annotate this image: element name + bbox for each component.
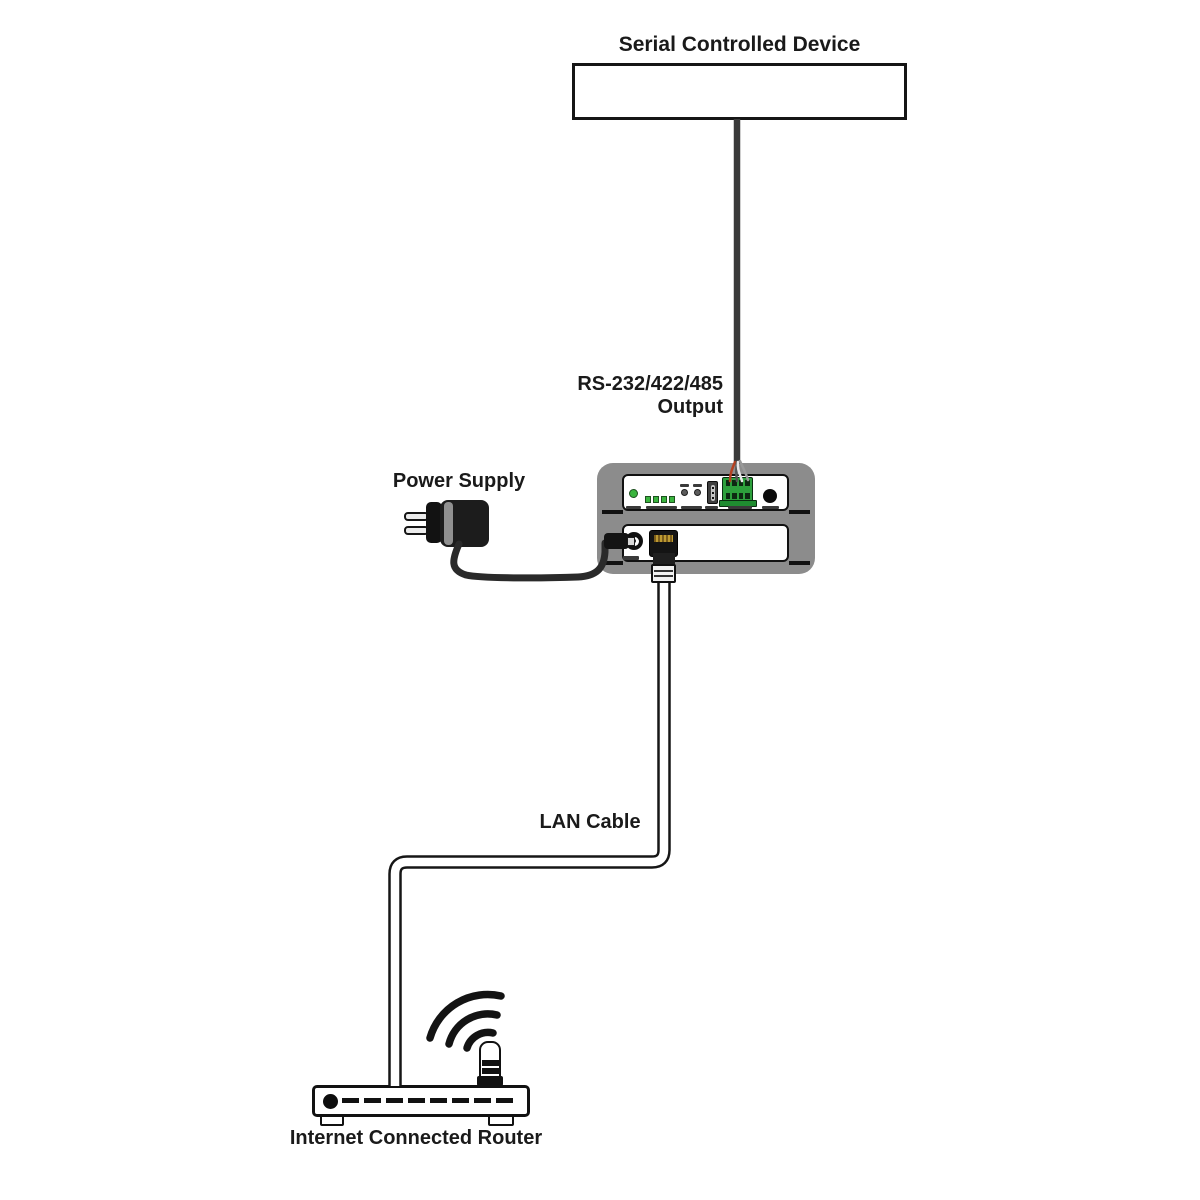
lan-cable-label: LAN Cable: [539, 811, 641, 833]
device-front-panel: [622, 524, 789, 562]
rj45-plug-ridge: [654, 575, 673, 577]
power-cable: [450, 539, 609, 582]
router-antenna-band: [481, 1060, 499, 1066]
terminal-hole: [725, 480, 730, 486]
router-vents: [342, 1098, 518, 1103]
service-port-pin: [711, 492, 714, 494]
dip-switch: [669, 496, 675, 503]
terminal-hole: [738, 480, 743, 486]
power-led: [629, 489, 638, 498]
rj45-port-pins: [654, 535, 673, 542]
dip-switch: [653, 496, 659, 503]
panel-text-smudge: [626, 506, 641, 509]
device-mount-ear: [789, 561, 810, 565]
router-antenna-band: [481, 1068, 499, 1074]
dc-plug: [604, 533, 629, 549]
panel-text-smudge: [646, 506, 677, 509]
panel-text-smudge: [681, 506, 702, 509]
router-label: Internet Connected Router: [289, 1127, 543, 1149]
serial-device-box: [572, 63, 907, 120]
rs-output-line2: Output: [657, 396, 723, 418]
power-supply-adapter-highlight: [444, 502, 453, 545]
wifi-signal-icon: [426, 990, 505, 1052]
wifi-arc-outer: [426, 990, 505, 1042]
status-led: [681, 489, 688, 496]
device-mount-ear: [602, 510, 623, 514]
dc-plug-tip: [627, 537, 635, 546]
rs-output-line1: RS-232/422/485: [577, 373, 723, 395]
status-led: [694, 489, 701, 496]
power-connector: [763, 489, 777, 503]
panel-text-smudge: [693, 484, 702, 487]
rj45-plug-ridge: [654, 570, 673, 572]
wifi-arc-middle: [445, 1010, 501, 1048]
panel-text-smudge: [762, 506, 779, 509]
rj45-plug-boot: [651, 564, 676, 583]
panel-text-smudge: [728, 506, 752, 509]
device-rear-panel: [622, 474, 789, 511]
device-mount-ear: [789, 510, 810, 514]
terminal-screw: [725, 493, 730, 499]
device-mount-ear: [602, 561, 623, 565]
power-supply-adapter: [426, 502, 442, 543]
panel-text-smudge: [623, 556, 639, 560]
power-supply-label: Power Supply: [392, 470, 526, 492]
service-port-pin: [711, 487, 714, 489]
terminal-screw: [738, 493, 743, 499]
service-port-pin: [711, 497, 714, 499]
terminal-screw: [732, 493, 737, 499]
terminal-hole: [745, 480, 750, 486]
rj45-plug: [653, 553, 675, 565]
panel-text-smudge: [680, 484, 689, 487]
serial-device-label: Serial Controlled Device: [618, 33, 861, 56]
terminal-screw: [745, 493, 750, 499]
rs-output-label: RS-232/422/485 Output: [473, 373, 723, 419]
router-led: [322, 1093, 338, 1109]
panel-text-smudge: [705, 506, 718, 509]
dip-switch: [645, 496, 651, 503]
terminal-hole: [732, 480, 737, 486]
dip-switch: [661, 496, 667, 503]
